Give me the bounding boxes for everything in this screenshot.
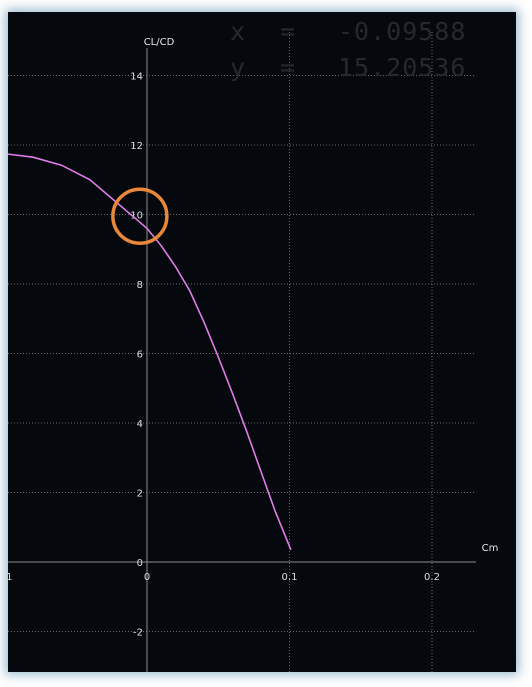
readout-y-value: 15.20536 (338, 53, 466, 82)
y-axis-title: CL/CD (144, 37, 175, 48)
grid (8, 32, 476, 672)
highlight (111, 187, 169, 245)
cl-cd-curve (8, 153, 292, 551)
y-tick-label: 12 (130, 141, 143, 152)
x-tick-label: 0.1 (282, 572, 298, 583)
highlight-circle (111, 187, 169, 245)
y-tick-label: -2 (133, 628, 143, 639)
y-tick-label: 0 (137, 558, 143, 569)
x-axis-title: Cm (482, 543, 499, 554)
y-tick-label: 10 (130, 211, 143, 222)
readout-y-label: y (230, 53, 246, 82)
readout-x-equals: = (280, 17, 296, 46)
y-tick-label: 8 (137, 280, 143, 291)
readout-x-label: x (230, 17, 246, 46)
tick-labels: -2 0 2 4 6 8 10 12 14 0.1 0 0.1 0.2 (8, 72, 440, 639)
line-chart: x = -0.09588 y = 15.20536 -2 0 2 4 6 8 10 12 14 0… (8, 17, 499, 672)
y-tick-label: 4 (137, 419, 143, 430)
plot-frame: x = -0.09588 y = 15.20536 -2 0 2 4 6 8 10 12 14 0… (8, 12, 516, 672)
y-tick-label: 2 (137, 489, 143, 500)
series (8, 153, 292, 551)
x-tick-label: 0 (144, 572, 150, 583)
axes (8, 48, 476, 672)
readout-y-equals: = (280, 53, 296, 82)
readout-x-value: -0.09588 (338, 17, 466, 46)
y-tick-label: 14 (130, 72, 143, 83)
y-tick-label: 6 (137, 350, 143, 361)
coordinate-readout: x = -0.09588 y = 15.20536 (230, 17, 466, 82)
x-tick-label: 0.2 (424, 572, 440, 583)
x-tick-label: 0.1 (8, 572, 12, 583)
